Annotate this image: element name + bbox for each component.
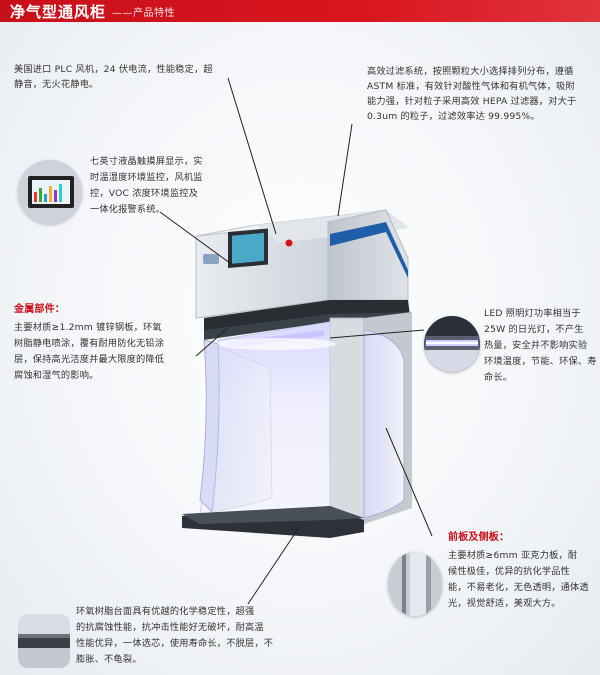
callout-led-line: 热量，安全并不影响实验 [484,340,588,351]
callout-metal: 金属部件： 主要材质≥1.2mm 镀锌钢板，环氧 树脂静电喷涂，覆有耐用防化无铅… [14,302,200,384]
callout-lcd: 七英寸液晶触摸屏显示，实 时温湿度环境监控，风机监 控，VOC 浓度环境监控及 … [90,154,240,218]
callout-filter: 高效过滤系统，按照颗粒大小选择排列分布，遵循 ASTM 标准，有效针对酸性气体和… [367,64,599,124]
callout-metal-line: 层，保持高光洁度并最大限度的降低 [14,354,165,365]
leader-epoxy [247,525,301,605]
logo-mark [203,254,219,264]
callout-plc: 美国进口 PLC 风机，24 伏电流，性能稳定，超 静音，无火花静电。 [14,62,234,92]
callout-epoxy: 环氧树脂台面具有优越的化学稳定性，超强 的抗腐蚀性能，抗冲击性能好无破坏，耐高温… [76,604,286,668]
callout-plc-line: 美国进口 PLC 风机，24 伏电流，性能稳定，超 [14,64,213,75]
epoxy-worktop-icon [18,614,70,668]
leader-plc [227,77,277,235]
callout-filter-line: 0.3um 的粒子，过滤效率达 99.995%。 [367,111,540,122]
callout-panel-line: 主要材质≥6mm 亚克力板，耐 [448,550,578,561]
callout-led-line: 命长。 [484,372,513,383]
callout-filter-line: 高效过滤系统，按照颗粒大小选择排列分布，遵循 [367,66,574,77]
callout-lcd-line: 一体化报警系统。 [90,204,166,215]
callout-filter-line: 能力强，针对粒子采用高效 HEPA 过滤器，对大于 [367,96,577,107]
callout-filter-line: ASTM 标准，有效针对酸性气体和有机气体，吸附 [367,81,575,92]
page-title: 净气型通风柜 [10,2,107,21]
leader-filter [337,123,353,217]
leader-metal [195,327,229,357]
touchscreen-icon [18,160,82,224]
callout-epoxy-line: 性能优异，一体选芯，使用寿命长，不脱层，不 [76,638,274,649]
leader-led [329,329,425,339]
hood-right-glass [363,329,405,519]
acrylic-panel-icon [388,552,442,616]
callout-epoxy-line: 环氧树脂台面具有优越的化学稳定性，超强 [76,606,255,617]
callout-metal-line: 树脂静电喷涂，覆有耐用防化无铅涂 [14,338,165,349]
leader-panel [385,427,433,537]
callout-led-line: 25W 的日光灯，不产生 [484,324,584,335]
callout-lcd-line: 七英寸液晶触摸屏显示，实 [90,156,203,167]
callout-panel-line: 能，不易老化，无色透明，通体透 [448,582,589,593]
callout-metal-heading: 金属部件： [14,304,65,315]
callout-led-line: 环境温度，节能、环保、寿 [484,356,597,367]
callout-panel: 前板及侧板： 主要材质≥6mm 亚克力板，耐 候性极佳，优异的抗化学品性 能，不… [448,530,598,612]
red-indicator-icon [285,239,293,247]
callout-metal-line: 主要材质≥1.2mm 镀锌钢板，环氧 [14,322,162,333]
callout-epoxy-line: 膨胀、不龟裂。 [76,654,142,665]
callout-panel-line: 候性极佳，优异的抗化学品性 [448,566,571,577]
callout-plc-line: 静音，无火花静电。 [14,79,99,90]
page-subtitle: ——产品特性 [112,7,176,19]
header-bar: 净气型通风柜 ——产品特性 [0,0,600,22]
callout-panel-line: 光，视觉舒适，美观大方。 [448,598,561,609]
callout-epoxy-line: 的抗腐蚀性能，抗冲击性能好无破坏，耐高温 [76,622,264,633]
lcd-screen [232,232,264,264]
callout-led-line: LED 照明灯功率相当于 [484,308,581,319]
leader-lcd [159,211,235,267]
callout-panel-heading: 前板及侧板： [448,532,510,543]
callout-metal-line: 腐蚀和湿气的影响。 [14,370,99,381]
led-light-icon [424,316,480,372]
callout-led: LED 照明灯功率相当于 25W 的日光灯，不产生 热量，安全并不影响实验 环境… [484,306,598,386]
hood-blue-stripe [330,222,408,278]
callout-lcd-line: 控，VOC 浓度环境监控及 [90,188,198,199]
callout-lcd-line: 时温湿度环境监控，风机监 [90,172,203,183]
